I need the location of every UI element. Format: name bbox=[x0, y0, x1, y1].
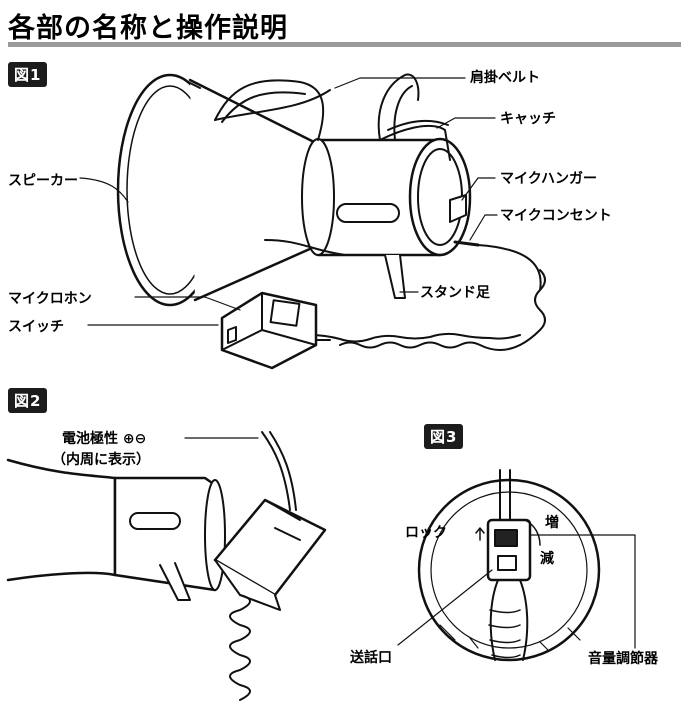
label-increase: 増 bbox=[545, 515, 559, 531]
figure-1-badge: 図1 bbox=[8, 62, 48, 87]
label-microphone: マイクロホン bbox=[8, 291, 92, 307]
label-lock: ロック bbox=[405, 525, 447, 541]
fig2-battery-cap-drawing bbox=[6, 431, 327, 701]
label-switch: スイッチ bbox=[8, 319, 64, 335]
label-mouthpiece: 送話口 bbox=[350, 650, 392, 666]
label-decrease: 減 bbox=[540, 551, 554, 567]
label-battery-polarity: 電池極性 ⊕⊖ bbox=[62, 431, 147, 447]
page-title: 各部の名称と操作説明 bbox=[8, 13, 288, 44]
label-battery-note: （内周に表示） bbox=[52, 452, 150, 468]
fig1-leader-lines bbox=[79, 77, 498, 326]
figure-2-badge: 図2 bbox=[8, 388, 48, 413]
figure-3-badge: 図3 bbox=[424, 424, 464, 449]
label-volume-control: 音量調節器 bbox=[588, 651, 658, 667]
label-mic-outlet: マイクコンセント bbox=[500, 208, 612, 224]
label-shoulder-belt: 肩掛ベルト bbox=[470, 70, 540, 86]
fig3-leader-lines bbox=[397, 534, 636, 649]
label-stand-leg: スタンド足 bbox=[420, 285, 490, 301]
label-catch: キャッチ bbox=[500, 111, 556, 127]
title-underline bbox=[8, 42, 681, 47]
fig3-front-view-drawing bbox=[417, 469, 601, 662]
label-mic-hanger: マイクハンガー bbox=[500, 171, 598, 187]
label-speaker: スピーカー bbox=[8, 173, 78, 189]
